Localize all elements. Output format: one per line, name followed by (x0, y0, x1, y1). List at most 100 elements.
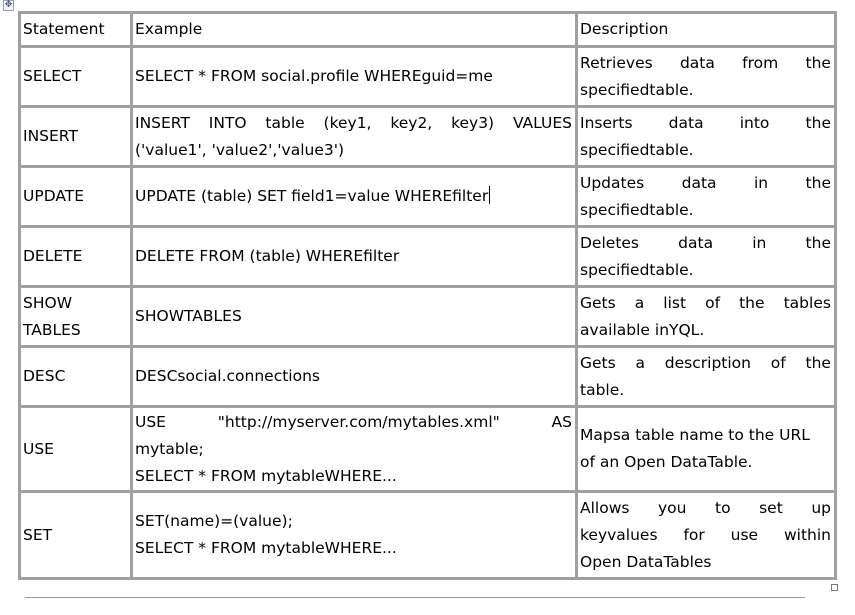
word: USE (135, 412, 166, 431)
word: Allows (580, 498, 630, 517)
example-line: SET(name)=(value); (135, 512, 293, 530)
statement-cell: SHOW TABLES (21, 288, 130, 345)
word: the (805, 173, 831, 192)
description-line: Open DataTables (580, 552, 712, 571)
word: Gets (580, 353, 616, 372)
example-line: ('value1', 'value2','value3') (135, 140, 345, 159)
word: a (634, 293, 645, 312)
description-line: specifiedtable. (580, 80, 694, 99)
word: of (705, 293, 721, 312)
example-cell: DELETE FROM (table) WHEREfilter (133, 228, 575, 285)
description-line: specifiedtable. (580, 260, 694, 279)
word: in (753, 173, 769, 192)
description-line: table. (580, 380, 625, 399)
word: a (635, 353, 646, 372)
example-line: USE "http://myserver.com/mytables.xml" AS (135, 409, 572, 436)
word: the (739, 293, 765, 312)
word: INTO (208, 113, 247, 132)
word: "http://myserver.com/mytables.xml" (217, 412, 500, 431)
description-line: of an Open DataTable. (580, 453, 753, 471)
word: in (752, 233, 767, 252)
word: Updates (580, 173, 645, 192)
example-cell: DESCsocial.connections (133, 348, 575, 405)
word: data (678, 233, 714, 252)
example-line: DELETE FROM (table) WHEREfilter (135, 247, 400, 265)
table-move-handle[interactable]: ✥ (3, 0, 14, 11)
word: up (811, 498, 831, 517)
word: Gets (580, 293, 616, 312)
example-cell[interactable]: UPDATE (table) SET field1=value WHEREfil… (133, 168, 575, 225)
statement-cell: SET (21, 493, 130, 577)
word: the (805, 353, 831, 372)
word: key2, (390, 113, 433, 132)
word: tables (783, 293, 831, 312)
word: description (664, 353, 751, 372)
table-row: SELECT SELECT * FROM social.profile WHER… (21, 48, 834, 105)
statement-line: TABLES (23, 320, 81, 339)
description-line: Mapsa table name to the URL (580, 426, 810, 444)
header-example: Example (133, 14, 575, 45)
word: Deletes (580, 233, 640, 252)
description-cell: Updates data in the specifiedtable. (578, 168, 834, 225)
description-line: Inserts data into the (580, 110, 831, 137)
table-row: DELETE DELETE FROM (table) WHEREfilter D… (21, 228, 834, 285)
example-line: SELECT * FROM social.profile WHEREguid=m… (135, 67, 493, 85)
word: VALUES (512, 113, 572, 132)
example-line: SELECT * FROM mytableWHERE... (135, 466, 397, 485)
word: data (681, 173, 717, 192)
word: data (668, 113, 704, 132)
word: INSERT (135, 113, 190, 132)
description-cell: Deletes data in the specifiedtable. (578, 228, 834, 285)
header-statement: Statement (21, 14, 130, 45)
word: the (805, 113, 831, 132)
example-cell: INSERT INTO table (key1, key2, key3) VALUES ('… (133, 108, 575, 165)
text-cursor (489, 186, 491, 204)
example-cell: SELECT * FROM social.profile WHEREguid=m… (133, 48, 575, 105)
header-description: Description (578, 14, 834, 45)
example-line: UPDATE (table) SET field1=value WHEREfil… (135, 183, 572, 210)
statements-table: Statement Example Description SELECT SEL… (18, 11, 837, 580)
word: the (805, 233, 831, 252)
table-row: UPDATE UPDATE (table) SET field1=value W… (21, 168, 834, 225)
table-resize-handle[interactable] (831, 584, 838, 591)
description-line: available inYQL. (580, 320, 705, 339)
description-cell: Inserts data into the specifiedtable. (578, 108, 834, 165)
word: use (730, 525, 759, 544)
statement-cell: USE (21, 408, 130, 490)
word: AS (551, 412, 572, 431)
statement-line: SHOW (23, 293, 73, 312)
word: the (805, 53, 831, 72)
description-line: specifiedtable. (580, 140, 694, 159)
statement-cell: INSERT (21, 108, 130, 165)
example-cell: SET(name)=(value); SELECT * FROM mytable… (133, 493, 575, 577)
word: Retrieves (580, 53, 653, 72)
example-line: SHOWTABLES (135, 307, 242, 325)
word: for (683, 525, 705, 544)
description-line: specifiedtable. (580, 200, 694, 219)
statement-cell: SELECT (21, 48, 130, 105)
word: table (265, 113, 305, 132)
description-cell: Mapsa table name to the URL of an Open D… (578, 408, 834, 490)
example-line: INSERT INTO table (key1, key2, key3) VALUES (135, 110, 572, 137)
example-line: SELECT * FROM mytableWHERE... (135, 539, 397, 557)
word: you (657, 498, 687, 517)
word: key3) (451, 113, 495, 132)
table-header-row: Statement Example Description (21, 14, 834, 45)
table-row: USE USE "http://myserver.com/mytables.xml… (21, 408, 834, 490)
word: into (739, 113, 770, 132)
word: set (759, 498, 783, 517)
description-line: Deletes data in the (580, 230, 831, 257)
example-cell: USE"http://myserver.com/mytables.xml"AS … (133, 408, 575, 490)
word: (key1, (323, 113, 372, 132)
description-line: Updates data in the (580, 170, 831, 197)
word: Inserts (580, 113, 633, 132)
